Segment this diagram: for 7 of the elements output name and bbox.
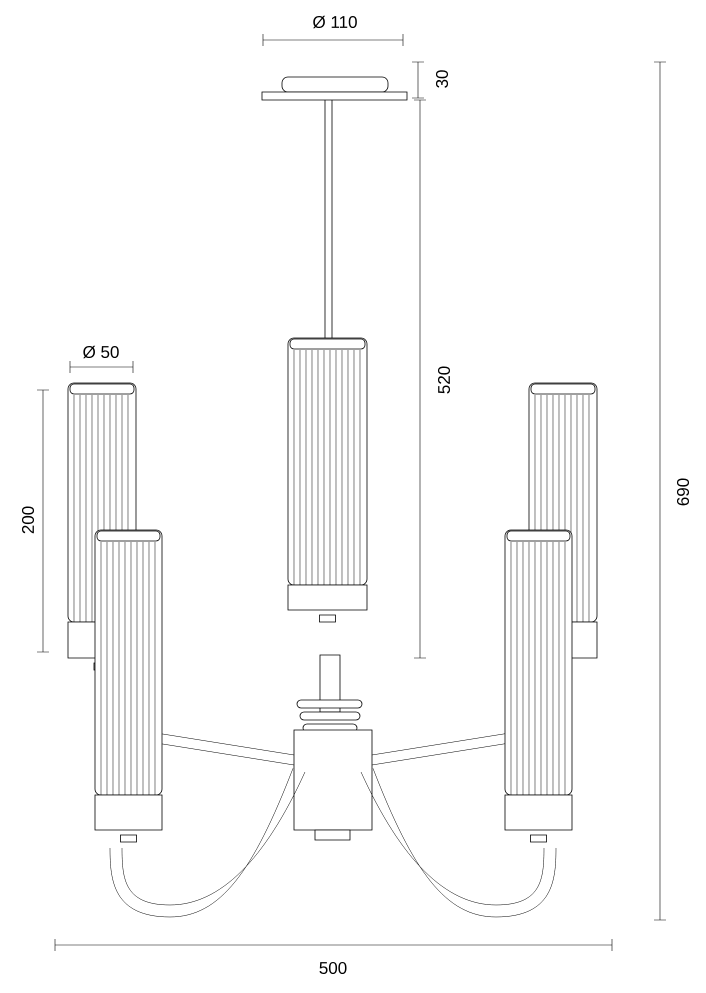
dimension-label: 690 xyxy=(676,478,690,506)
dimension-label: 520 xyxy=(438,366,450,394)
dimension-label: 30 xyxy=(436,70,448,88)
dimension-label: 500 xyxy=(320,962,347,974)
dimension-label: 200 xyxy=(22,506,34,534)
dimension-label: Ø 110 xyxy=(313,16,357,28)
dimension-label: Ø 50 xyxy=(83,346,119,358)
